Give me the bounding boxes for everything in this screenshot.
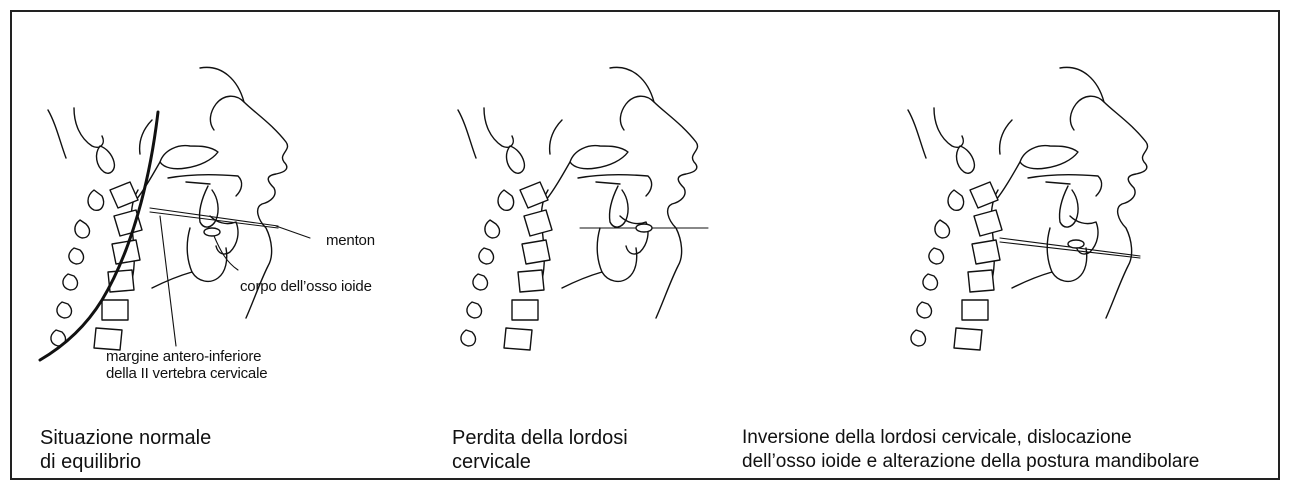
caption-normal: Situazione normale di equilibrio [40,426,211,474]
caption-normal-line-1: Situazione normale [40,426,211,450]
caption-inversion: Inversione della lordosi cervicale, disl… [742,426,1199,474]
caption-inversion-line-2: dell’osso ioide e alterazione della post… [742,450,1199,474]
vertebra-label: margine antero-inferiore della II verteb… [106,348,267,382]
menton-label: menton [326,232,375,249]
illustration-inversion [908,67,1148,350]
hyoid-bone-2 [636,224,652,232]
caption-inversion-line-1: Inversione della lordosi cervicale, disl… [742,426,1199,450]
caption-loss-line-2: cervicale [452,450,628,474]
menton-leader [276,226,310,238]
illustration-loss-lordosis [458,67,708,350]
vertebra-leader [160,216,176,346]
caption-loss-line-1: Perdita della lordosi [452,426,628,450]
hyoid-label: corpo dell’osso ioide [240,278,372,295]
hyoid-bone [204,228,220,236]
caption-normal-line-2: di equilibrio [40,450,211,474]
hyoid-bone-3 [1068,240,1084,248]
vertebra-label-line-1: margine antero-inferiore [106,348,267,365]
illustration-normal [40,67,310,360]
caption-loss-lordosis: Perdita della lordosi cervicale [452,426,628,474]
hyoid-line-lower [150,212,278,228]
lordosis-curve [40,112,158,360]
vertebra-label-line-2: della II vertebra cervicale [106,365,267,382]
